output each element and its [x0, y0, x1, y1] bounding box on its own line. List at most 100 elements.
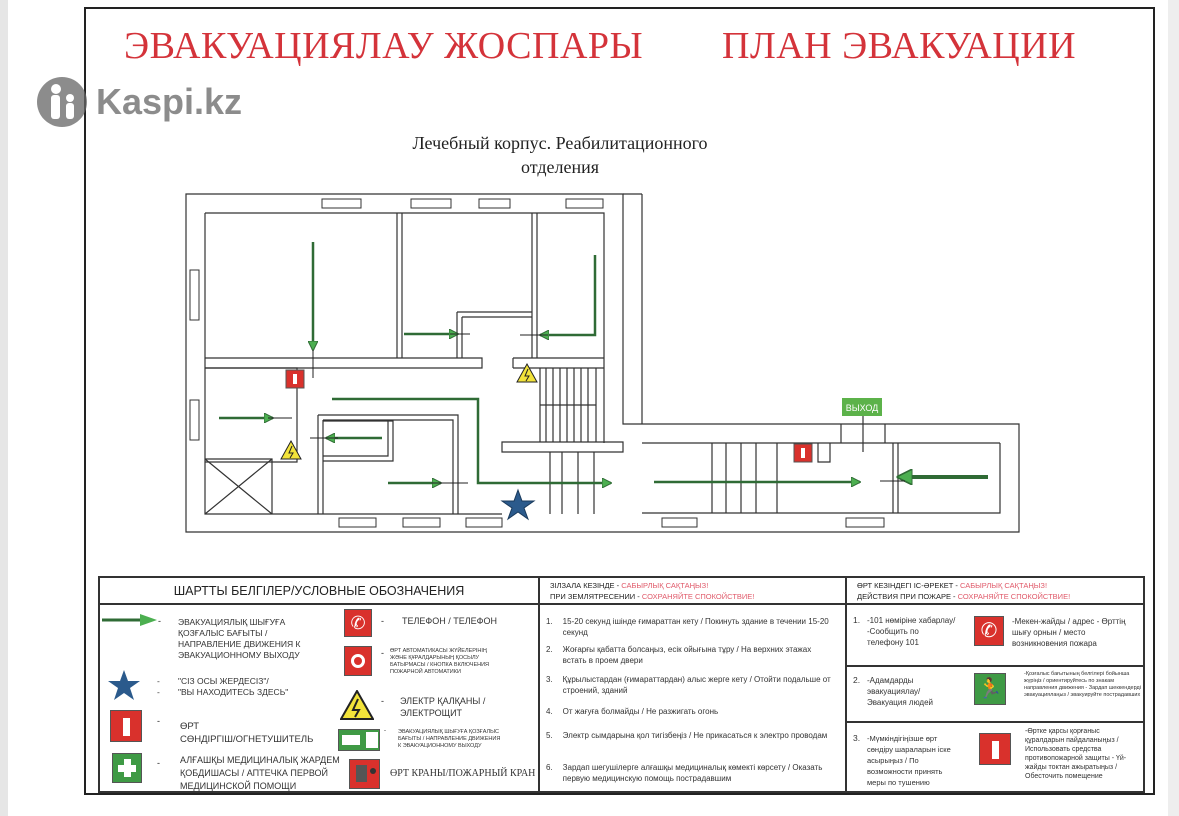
phone-icon: ✆	[974, 616, 1004, 646]
step-number: 4.	[546, 707, 553, 716]
line: ЭЛЕКТР ҚАЛҚАНЫ /	[400, 696, 486, 706]
line: СӨНДІРГІШ/ОГНЕТУШИТЕЛЬ	[180, 734, 314, 745]
exit-sign-legend-icon	[338, 729, 380, 751]
line: БАҒЫТЫ / НАПРАВЛЕНИЕ ДВИЖЕНИЯ	[398, 736, 501, 742]
star-legend-icon	[108, 670, 140, 700]
legend-electric-text: ЭЛЕКТР ҚАЛҚАНЫ / ЭЛЕКТРОЩИТ	[400, 695, 485, 719]
watermark-text: Kaspi.kz	[96, 81, 243, 122]
line: ЭЛЕКТРОЩИТ	[400, 708, 463, 718]
step-left-text: -101 нөміріне хабарлау/ -Сообщить по тел…	[867, 616, 956, 647]
kaspi-logo-icon	[37, 77, 87, 127]
fire-step-1: 1. -101 нөміріне хабарлау/ -Сообщить по …	[847, 605, 1143, 665]
evac-arrow	[540, 255, 597, 335]
fire-instructions: ӨРТ КЕЗІНДЕГІ ІС-ӘРЕКЕТ - САБЫРЛЫҚ САҚТА…	[847, 578, 1143, 791]
first-aid-legend-icon	[112, 753, 142, 783]
electric-panel-icon	[280, 439, 302, 460]
page-edge-left	[0, 0, 8, 816]
step-text: От жағуға болмайды / Не разжигать огонь	[562, 707, 719, 716]
step-text: Электр сымдарына қол тигізбеңіз / Не при…	[562, 731, 828, 740]
step-number: 2.	[546, 645, 553, 654]
dash: --	[157, 676, 160, 697]
line: АЛҒАШҚЫ МЕДИЦИНАЛЫҚ ЖАРДЕМ	[180, 755, 340, 765]
line: ҚОБДИШАСЫ / АПТЕЧКА ПЕРВОЙ	[180, 768, 328, 778]
dash: -	[157, 716, 160, 726]
star-you-are-here-icon	[500, 488, 536, 521]
arrow-legend-icon	[102, 614, 157, 626]
header-red-text: СОХРАНЯЙТЕ СПОКОЙСТВИЕ!	[957, 591, 1071, 601]
earthquake-step: 3.Құрылыстардан (ғимараттардан) алыс жер…	[546, 674, 836, 696]
watermark: Kaspi.kz	[36, 76, 242, 128]
fire-crane-legend-icon	[349, 759, 380, 789]
line: ЖӘНЕ ҚҰРАЛДАРЫНЫҢ ҚОСЫЛУ	[390, 655, 480, 661]
fire-step-3: 3. -Мүмкіндігіңізше өрт сөндіру шаралары…	[847, 721, 1143, 793]
line: ЭВАКУАЦИЯЛЫҚ ШЫҒУҒА ҚОЗҒАЛЫС	[398, 729, 499, 735]
subtitle-line-1: Лечебный корпус. Реабилитационного	[412, 133, 708, 153]
phone-legend-icon: ✆	[344, 609, 372, 637]
earthquake-step: 2.Жоғарғы қабатта болсаңыз, есік ойығына…	[546, 644, 836, 666]
header-text: ЗІЛЗАЛА КЕЗІНДЕ -	[550, 580, 622, 590]
fire-header: ӨРТ КЕЗІНДЕГІ ІС-ӘРЕКЕТ - САБЫРЛЫҚ САҚТА…	[847, 578, 1143, 605]
line: "ВЫ НАХОДИТЕСЬ ЗДЕСЬ"	[178, 687, 289, 697]
step-left-text: -Адамдарды эвакуациялау/ Эвакуация людей	[867, 676, 933, 707]
earthquake-instructions: ЗІЛЗАЛА КЕЗІНДЕ - САБЫРЛЫҚ САҚТАҢЫЗ! ПРИ…	[540, 578, 847, 791]
step-left-text: -Мүмкіндігіңізше өрт сөндіру шараларын і…	[867, 734, 951, 787]
fire-button-legend-icon	[344, 646, 372, 676]
step-number: 6.	[546, 763, 553, 772]
line: ПОЖАРНОЙ АВТОМАТИКИ	[390, 669, 461, 675]
header-line: ӨРТ КЕЗІНДЕГІ ІС-ӘРЕКЕТ - САБЫРЛЫҚ САҚТА…	[857, 580, 1143, 591]
symbols-legend: ШАРТТЫ БЕЛГІЛЕР/УСЛОВНЫЕ ОБОЗНАЧЕНИЯ - Э…	[100, 578, 540, 791]
step-number: 3.	[546, 675, 553, 684]
windows	[189, 198, 885, 528]
header-text: ПРИ ЗЕМЛЯТРЕСЕНИИ -	[550, 591, 642, 601]
step-number: 1.	[853, 615, 861, 625]
subtitle-line-2: отделения	[520, 157, 600, 177]
extinguisher-icon	[979, 733, 1011, 765]
exit-sign	[842, 398, 882, 416]
line: ЭВАКУАЦИЯЛЫҚ ШЫҒУҒА	[178, 617, 286, 627]
extinguisher-icon	[793, 443, 813, 463]
legend-fire-crane-text: ӨРТ КРАНЫ/ПОЖАРНЫЙ КРАН	[390, 768, 536, 779]
extinguisher-icon	[285, 369, 305, 389]
header-text: ДЕЙСТВИЯ ПРИ ПОЖАРЕ -	[857, 591, 958, 601]
step-right-text: -Өртке қарсы қорғаныс құралдарын пайдала…	[1025, 728, 1127, 780]
dash: -	[157, 758, 160, 768]
title-kz: ЭВАКУАЦИЯЛАУ ЖОСПАРЫ	[124, 25, 644, 67]
page-edge-right	[1168, 0, 1179, 816]
fire-step-2: 2. -Адамдарды эвакуациялау/ Эвакуация лю…	[847, 665, 1143, 721]
header-red-text: САБЫРЛЫҚ САҚТАҢЫЗ!	[959, 580, 1048, 590]
step-number: 3.	[853, 733, 861, 743]
header-red-text: САБЫРЛЫҚ САҚТАҢЫЗ!	[621, 580, 709, 590]
line: ӨРТ	[180, 721, 200, 732]
document-frame	[84, 7, 1155, 795]
line: К ЭВАКУАЦИОННОМУ ВЫХОДУ	[398, 743, 482, 749]
step-number: 2.	[853, 675, 861, 685]
earthquake-step: 6. Зардап шегушілерге алғашқы медициналық…	[546, 762, 836, 784]
earthquake-step: 1.15-20 секунд ішінде ғимараттан кету / …	[546, 616, 836, 638]
line: ЭВАКУАЦИОННОМУ ВЫХОДУ	[178, 650, 300, 660]
dash: -	[381, 696, 384, 706]
legend-phone-text: ТЕЛЕФОН / ТЕЛЕФОН	[402, 616, 498, 626]
dash: -	[381, 616, 384, 626]
legend-extinguisher-text: ӨРТ СӨНДІРГІШ/ОГНЕТУШИТЕЛЬ	[180, 720, 313, 746]
earthquake-step: 4. От жағуға болмайды / Не разжигать огон…	[546, 706, 836, 717]
header-line: ЗІЛЗАЛА КЕЗІНДЕ - САБЫРЛЫҚ САҚТАҢЫЗ!	[550, 580, 845, 591]
header-line: ДЕЙСТВИЯ ПРИ ПОЖАРЕ - СОХРАНЯЙТЕ СПОКОЙС…	[857, 591, 1143, 602]
line: НАПРАВЛЕНИЕ ДВИЖЕНИЯ К	[178, 639, 301, 649]
running-exit-icon: 🏃	[974, 673, 1006, 705]
step-text: Зардап шегушілерге алғашқы медициналық к…	[562, 763, 823, 783]
legend-star-text: "СІЗ ОСЫ ЖЕРДЕСІЗ"/"ВЫ НАХОДИТЕСЬ ЗДЕСЬ"	[178, 676, 288, 698]
evac-arrow	[332, 397, 611, 483]
dash: -	[384, 728, 386, 734]
plan-subtitle: Лечебный корпус. Реабилитационного отдел…	[360, 131, 760, 179]
exit-sign-label: ВЫХОД	[846, 403, 879, 413]
line: БАТЫРМАСЫ / КНОПКА ВКЛЮЧЕНИЯ	[390, 662, 490, 668]
electric-legend-icon	[340, 690, 374, 720]
dash: -	[158, 616, 161, 626]
earthquake-header: ЗІЛЗАЛА КЕЗІНДЕ - САБЫРЛЫҚ САҚТАҢЫЗ! ПРИ…	[540, 578, 845, 605]
line: МЕДИЦИНСКОЙ ПОМОЩИ	[180, 781, 297, 791]
header-text: ӨРТ КЕЗІНДЕГІ ІС-ӘРЕКЕТ -	[857, 580, 960, 590]
step-number: 5.	[546, 731, 553, 740]
